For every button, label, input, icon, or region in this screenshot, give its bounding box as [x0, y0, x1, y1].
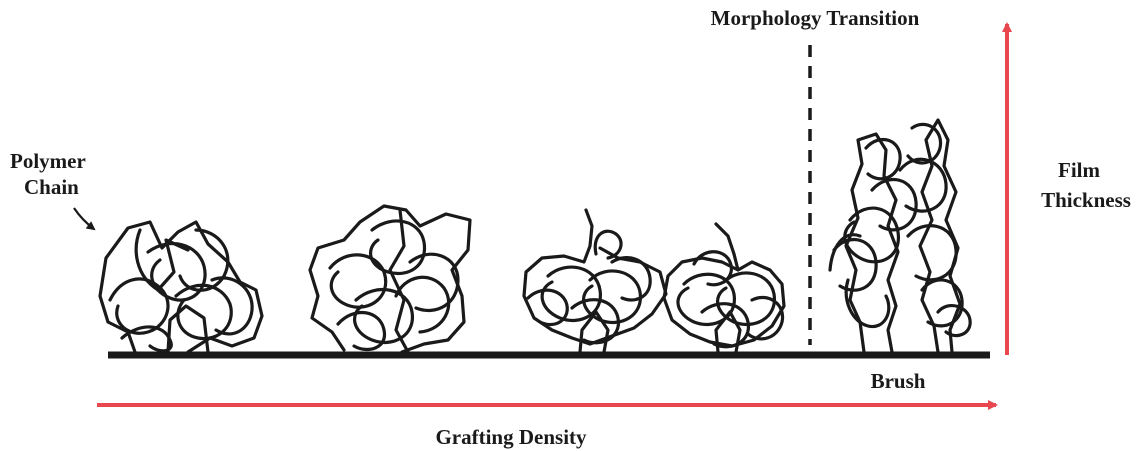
polymer-brush — [830, 120, 970, 352]
polymer-chain-label-line1: Polymer — [10, 149, 86, 173]
morphology-transition-label: Morphology Transition — [711, 6, 920, 30]
film-thickness-label-line1: Film — [1058, 158, 1100, 182]
brush-label: Brush — [871, 369, 926, 393]
polymer-coil-4 — [664, 224, 784, 352]
polymer-coil-3 — [524, 210, 666, 352]
polymer-chain-label-line2: Chain — [24, 175, 79, 199]
film-thickness-label-line2: Thickness — [1041, 188, 1131, 212]
polymer-coil-1 — [100, 222, 262, 352]
polymer-coil-2 — [310, 206, 470, 352]
grafting-density-label: Grafting Density — [435, 425, 587, 449]
polymer-chain-pointer-arrow — [74, 208, 94, 229]
